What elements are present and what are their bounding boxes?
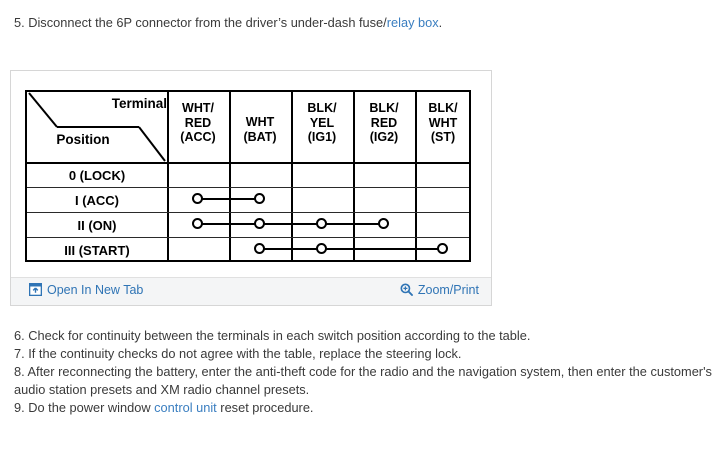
row-label-lock: 0 (LOCK) [68,168,126,183]
column-header-acc-line1: WHT/ [182,101,214,115]
ignition-switch-continuity-table: Terminal Position WHT/ RED (ACC) WHT (BA… [25,90,471,262]
continuity-dot-start-ig1 [316,243,327,254]
column-divider-4 [353,92,355,260]
step-9-prefix: 9. Do the power window [14,400,155,415]
continuity-dot-on-ig2 [378,218,389,229]
continuity-dot-on-acc [192,218,203,229]
column-header-st-line2: WHT [428,115,458,130]
column-header-st-line3: (ST) [430,130,456,144]
continuity-dot-on-bat [254,218,265,229]
column-divider-1 [167,92,169,260]
step-5-text: 5. Disconnect the 6P connector from the … [14,14,704,32]
position-header-label: Position [56,132,110,147]
step-9-text: 9. Do the power window control unit rese… [14,399,714,417]
zoom-print-label: Zoom/Print [417,283,479,297]
control-unit-link[interactable]: control unit [154,400,217,415]
column-header-ig1-line1: BLK/ [307,101,337,115]
column-header-ig1-line2: YEL [309,115,335,130]
column-header-ig1: BLK/ YEL (IG1) [291,101,353,145]
magnifier-plus-icon [400,283,413,299]
column-header-bat-line3: (BAT) [243,129,277,144]
row-label-acc: I (ACC) [74,193,120,208]
column-header-acc: WHT/ RED (ACC) [167,101,229,145]
continuity-line-start [260,248,443,250]
zoom-print-link[interactable]: Zoom/Print [400,283,479,299]
row-divider-3 [27,237,469,238]
column-header-acc-line3: (ACC) [180,130,216,144]
column-header-bat-line2: WHT [245,115,275,129]
continuity-dot-acc-bat [254,193,265,204]
column-header-bat: WHT (BAT) [229,115,291,144]
external-link-icon [28,282,43,299]
row-label-on: II (ON) [77,218,117,233]
column-divider-5 [415,92,417,260]
step-5-prefix: 5. Disconnect the 6P connector from the … [14,15,387,30]
step-9-suffix: reset procedure. [216,400,314,415]
row-divider-2 [27,212,469,213]
column-header-ig1-line3: (IG1) [307,130,337,144]
figure-footer-bar: Open In New Tab Zoom/Print [11,277,491,305]
continuity-dot-start-st [437,243,448,254]
column-header-ig2: BLK/ RED (IG2) [353,101,415,145]
continuity-line-on [198,223,384,225]
header-diagonal-divider [28,92,166,162]
open-in-new-tab-label: Open In New Tab [47,283,144,297]
open-in-new-tab-link[interactable]: Open In New Tab [28,282,144,299]
column-divider-3 [291,92,293,260]
row-divider-1 [27,187,469,188]
header-bottom-rule [27,162,469,164]
step-6-text: 6. Check for continuity between the term… [14,328,531,343]
step-5-suffix: . [438,15,443,30]
column-header-ig2-line3: (IG2) [369,130,399,144]
row-label-start: III (START) [64,243,130,258]
column-header-ig2-line1: BLK/ [369,101,399,115]
step-7-text: 7. If the continuity checks do not agree… [14,346,462,361]
table-grid: Terminal Position WHT/ RED (ACC) WHT (BA… [27,92,469,260]
terminal-header-label: Terminal [111,96,167,111]
column-header-ig2-line2: RED [370,115,398,130]
column-header-st: BLK/ WHT (ST) [415,101,471,145]
column-divider-2 [229,92,231,260]
column-header-acc-line2: RED [184,115,212,130]
continuity-dot-start-bat [254,243,265,254]
continuity-dot-on-ig1 [316,218,327,229]
step-8-text: 8. After reconnecting the battery, enter… [14,364,712,397]
column-header-st-line1: BLK/ [428,101,458,115]
figure-image-area[interactable]: Terminal Position WHT/ RED (ACC) WHT (BA… [11,71,491,279]
relay-box-link[interactable]: relay box [386,15,439,30]
figure-container: Terminal Position WHT/ RED (ACC) WHT (BA… [10,70,492,306]
continuity-dot-acc-acc [192,193,203,204]
continuity-line-acc [198,198,260,200]
